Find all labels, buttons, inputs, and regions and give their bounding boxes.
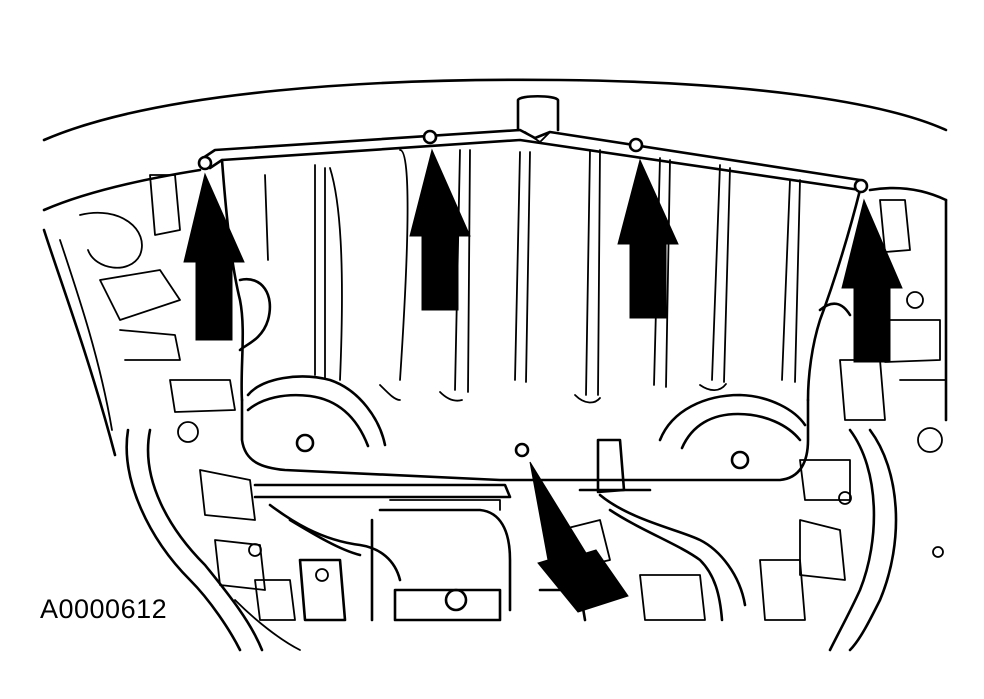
fastener-hole-1 — [197, 155, 213, 171]
left-surroundings — [42, 168, 301, 652]
callout-arrow-5 — [529, 461, 629, 613]
shield-ribs — [264, 149, 801, 404]
splash-shield-panel — [198, 94, 862, 482]
figure-id-label: A0000612 — [40, 594, 168, 624]
callout-arrow-2 — [409, 148, 471, 311]
fastener-holes — [197, 129, 869, 458]
callout-arrow-4 — [841, 198, 903, 363]
fastener-hole-4 — [853, 178, 869, 194]
callout-arrow-1 — [183, 172, 245, 341]
body-outline-arc — [42, 78, 948, 142]
callout-arrow-3 — [617, 158, 679, 319]
callout-arrows — [183, 148, 903, 613]
fastener-hole-3 — [628, 137, 644, 153]
fastener-hole-5 — [514, 442, 530, 458]
fastener-hole-2 — [422, 129, 438, 145]
lower-components — [248, 438, 747, 622]
